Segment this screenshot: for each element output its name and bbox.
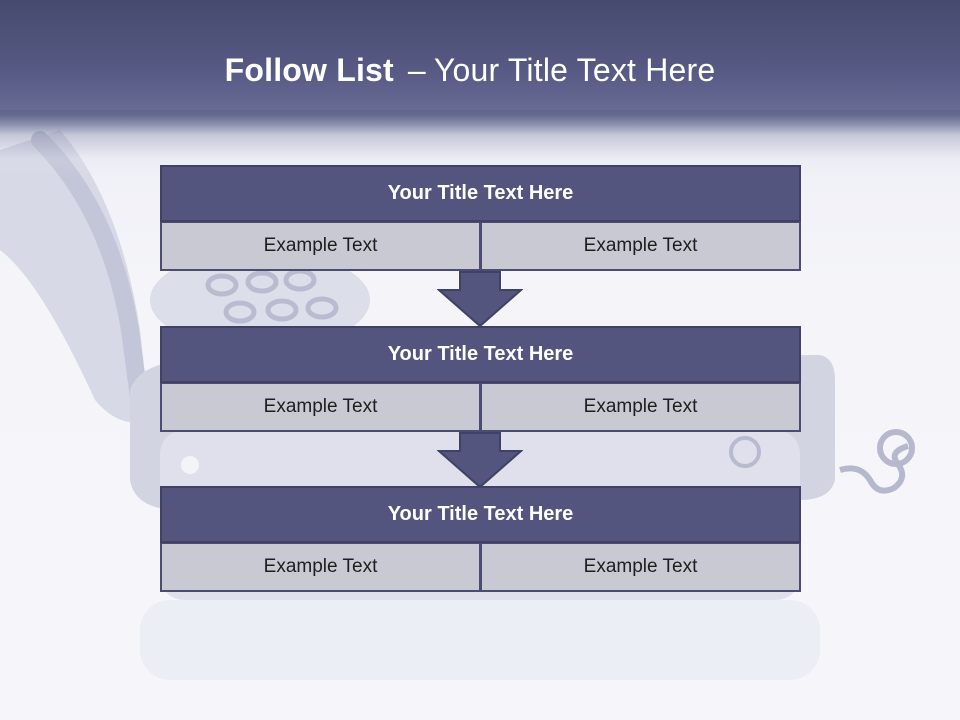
step-1-row: Example Text Example Text — [160, 222, 801, 271]
step-2-cell-left: Example Text — [160, 383, 481, 432]
slide-title-separator: – — [407, 52, 426, 88]
down-arrow-icon — [437, 432, 523, 489]
step-1-cell-right: Example Text — [481, 222, 801, 271]
step-1-title: Your Title Text Here — [160, 165, 801, 222]
step-box-3: Your Title Text Here Example Text Exampl… — [160, 486, 801, 592]
step-3-title: Your Title Text Here — [160, 486, 801, 543]
step-2-cell-right: Example Text — [481, 383, 801, 432]
down-arrow-icon — [437, 271, 523, 328]
step-3-row: Example Text Example Text — [160, 543, 801, 592]
slide-title-rest: Your Title Text Here — [433, 52, 716, 88]
step-2-row: Example Text Example Text — [160, 383, 801, 432]
step-1-cell-left: Example Text — [160, 222, 481, 271]
step-box-1: Your Title Text Here Example Text Exampl… — [160, 165, 801, 271]
slide-title-bold: Follow List — [224, 52, 394, 88]
step-box-2: Your Title Text Here Example Text Exampl… — [160, 326, 801, 432]
slide-title: Follow List–Your Title Text Here — [0, 52, 940, 89]
step-3-cell-left: Example Text — [160, 543, 481, 592]
step-2-title: Your Title Text Here — [160, 326, 801, 383]
step-3-cell-right: Example Text — [481, 543, 801, 592]
